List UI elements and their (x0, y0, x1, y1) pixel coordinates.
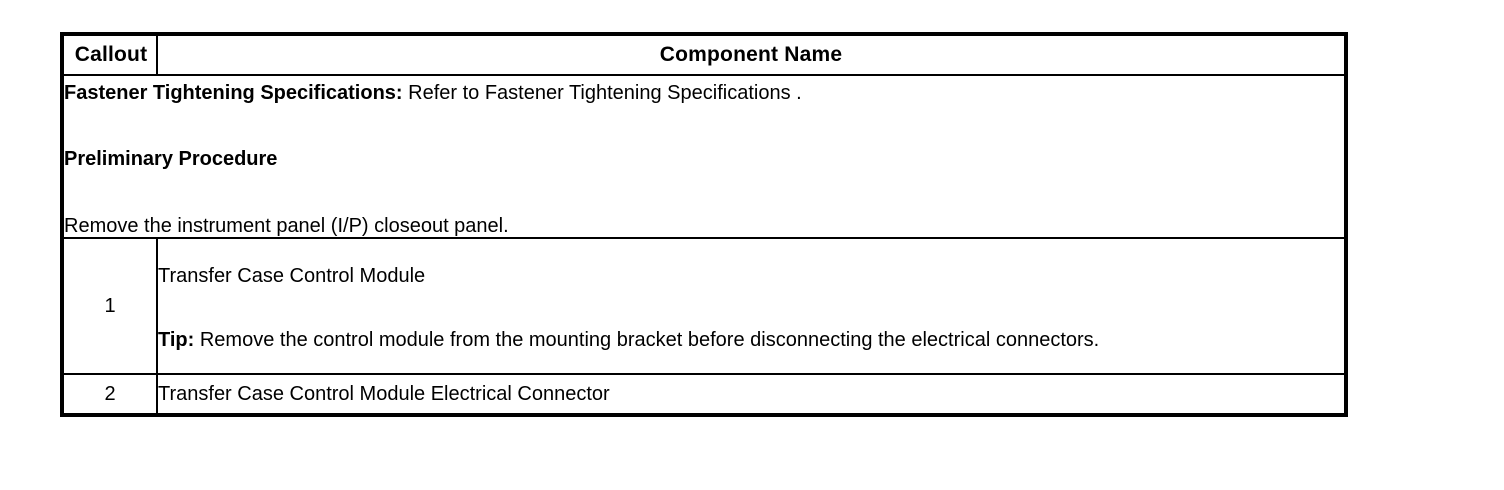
callout-number-cell: 2 (61, 373, 158, 416)
fastener-spec-value: Refer to Fastener Tightening Specificati… (402, 82, 802, 104)
fastener-spec-label: Fastener Tightening Specifications: (64, 82, 403, 104)
table-row: 2 Transfer Case Control Module Electrica… (61, 373, 1347, 416)
header-label-component-name: Component Name (659, 43, 843, 67)
table-header-row: Callout Component Name (61, 33, 1347, 76)
component-name-cell: Transfer Case Control Module Electrical … (156, 373, 1347, 416)
table-row-specifications: Fastener Tightening Specifications: Refe… (61, 73, 1347, 240)
header-cell-callout: Callout (61, 33, 158, 76)
component-name-text: Transfer Case Control Module Electrical … (158, 382, 610, 405)
component-callout-table: Callout Component Name Fastener Tighteni… (60, 32, 1348, 418)
specifications-cell: Fastener Tightening Specifications: Refe… (61, 73, 1347, 240)
component-name-cell: Transfer Case Control Module Tip: Remove… (156, 237, 1347, 376)
preliminary-procedure-step: Remove the instrument panel (I/P) closeo… (64, 214, 509, 237)
tip-label: Tip: (158, 329, 195, 352)
component-tip-line: Tip: Remove the control module from the … (158, 287, 1344, 351)
fastener-spec-line: Fastener Tightening Specifications: Refe… (64, 76, 1344, 104)
callout-number-cell: 1 (61, 237, 158, 376)
component-name-text: Transfer Case Control Module (158, 264, 426, 287)
preliminary-procedure-heading: Preliminary Procedure (64, 148, 278, 171)
tip-text: Remove the control module from the mount… (194, 329, 1100, 352)
header-cell-component-name: Component Name (156, 33, 1347, 76)
table-row: 1 Transfer Case Control Module Tip: Remo… (61, 237, 1347, 376)
callout-number: 2 (104, 383, 116, 406)
header-label-callout: Callout (74, 43, 148, 67)
callout-number: 1 (104, 295, 116, 318)
